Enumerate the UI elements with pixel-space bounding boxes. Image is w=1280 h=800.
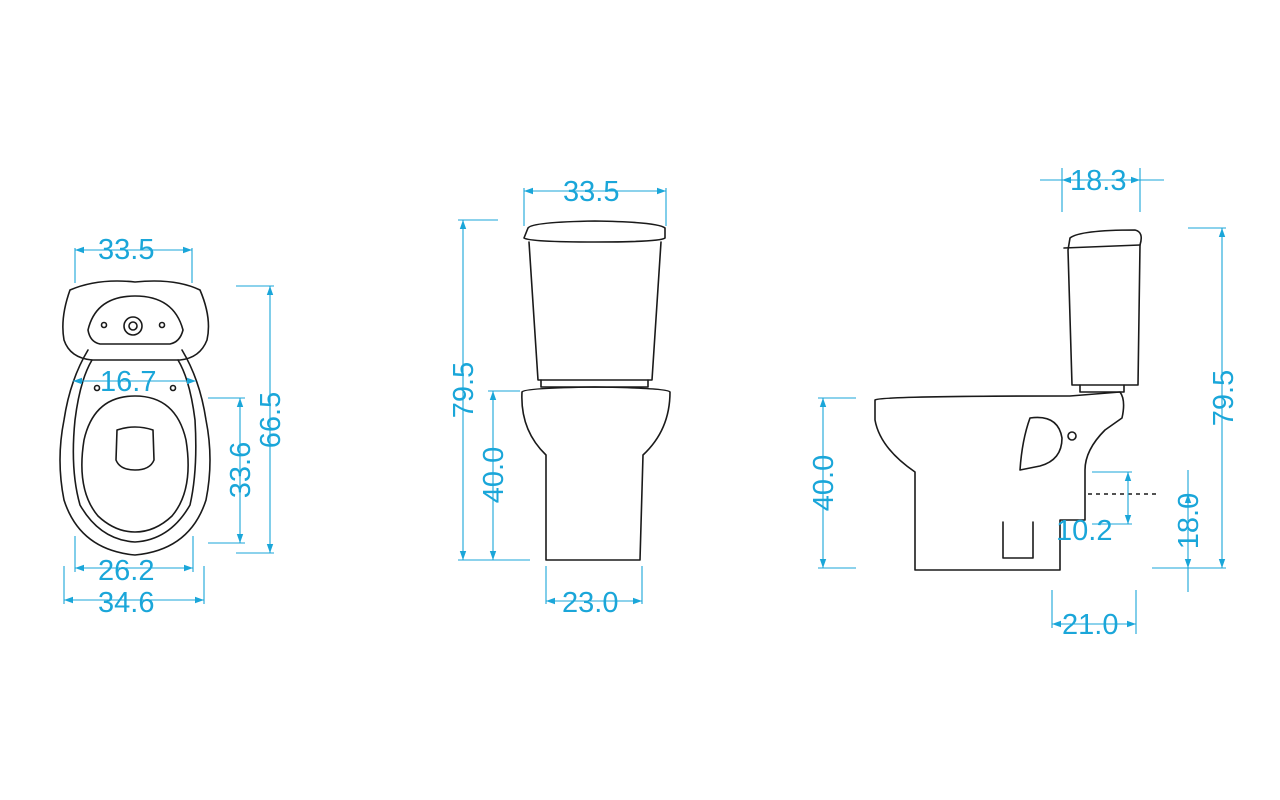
top-view-seat-width-label: 26.2: [98, 555, 154, 587]
dimension-arrowhead: [1127, 620, 1136, 628]
side-view-cistern-top: [1063, 244, 1141, 249]
dimension-lines: [63, 168, 1226, 634]
side-view-cistern: [1067, 229, 1142, 386]
flush-button-icon: [123, 316, 143, 336]
side-view-total-height-label: 79.5: [1208, 370, 1240, 426]
top-view-width-label: 33.5: [98, 234, 154, 266]
dimension-arrowhead: [657, 187, 666, 195]
dimension-arrowhead: [1184, 494, 1192, 503]
flush-button-inner-icon: [128, 321, 138, 331]
front-view-width-label: 33.5: [563, 176, 619, 208]
dimension-arrowhead: [73, 377, 82, 385]
dimension-labels: 33.5 16.7 33.6 66.5 26.2 34.6 33.5 79.5 …: [98, 165, 1240, 641]
dimension-arrowhead: [1131, 176, 1140, 184]
dimension-arrowhead: [266, 544, 274, 553]
dimension-arrowhead: [819, 398, 827, 407]
dimension-arrowhead: [1218, 559, 1226, 568]
side-view-cistern-base: [1079, 384, 1125, 393]
front-view-cistern-base: [540, 379, 649, 388]
dimension-arrowhead: [195, 596, 204, 604]
dimension-arrowhead: [187, 377, 196, 385]
dimension-arrowhead: [1124, 472, 1132, 481]
front-view-cistern: [528, 241, 662, 381]
hinge-right-icon: [169, 384, 177, 392]
dimension-arrowhead: [1184, 559, 1192, 568]
front-view-bowl: [521, 386, 671, 561]
dimension-arrows: [64, 176, 1226, 628]
dimension-arrowhead: [183, 246, 192, 254]
dimension-arrowhead: [524, 187, 533, 195]
dimension-arrowhead: [266, 286, 274, 295]
top-view-drain: [115, 426, 155, 471]
dimension-arrowhead: [489, 391, 497, 400]
dimension-arrowhead: [75, 246, 84, 254]
top-view-seat-length-label: 33.6: [225, 442, 257, 498]
dimension-arrowhead: [546, 597, 555, 605]
side-view-outlet-diameter-label: 10.2: [1056, 515, 1112, 547]
top-view-cistern-inner: [87, 295, 184, 345]
side-view-bolt-icon: [1067, 431, 1077, 441]
dimension-arrowhead: [236, 398, 244, 407]
top-view-cistern: [62, 280, 210, 361]
top-view-bowl: [59, 349, 211, 556]
hinge-left-icon: [93, 384, 101, 392]
top-view-hole-spacing-label: 16.7: [100, 366, 156, 398]
top-view-seat: [81, 395, 189, 533]
top-view-total-length-label: 66.5: [255, 392, 287, 448]
front-view-bowl-height-label: 40.0: [478, 447, 510, 503]
side-view-outlet-slot: [1002, 521, 1034, 559]
front-view-cistern-lid: [523, 220, 666, 243]
front-view-total-height-label: 79.5: [448, 362, 480, 418]
dimension-arrowhead: [1052, 620, 1061, 628]
dimension-arrowhead: [819, 559, 827, 568]
screw-hole-right-icon: [158, 321, 166, 329]
screw-hole-left-icon: [100, 321, 108, 329]
dimension-arrowhead: [184, 564, 193, 572]
dimension-arrowhead: [236, 534, 244, 543]
side-view-bowl: [874, 391, 1125, 571]
dimension-arrowhead: [1124, 515, 1132, 524]
dimension-arrowhead: [633, 597, 642, 605]
side-view-outlet-offset-label: 21.0: [1062, 609, 1118, 641]
dimension-arrowhead: [459, 220, 467, 229]
dimension-arrowhead: [64, 596, 73, 604]
dimension-arrowhead: [459, 551, 467, 560]
side-view: [874, 229, 1160, 571]
side-view-trapway: [1019, 416, 1063, 471]
dimension-arrowhead: [489, 551, 497, 560]
front-view-base-width-label: 23.0: [562, 587, 618, 619]
dimension-arrowhead: [1062, 176, 1071, 184]
dimension-arrowhead: [1218, 228, 1226, 237]
top-view: [59, 280, 211, 556]
top-view-bowl-width-label: 34.6: [98, 587, 154, 619]
dimension-arrowhead: [75, 564, 84, 572]
front-view: [521, 220, 671, 561]
side-view-depth-label: 18.3: [1070, 165, 1126, 197]
side-view-outlet-height-label: 18.0: [1173, 493, 1205, 549]
side-view-bowl-height-label: 40.0: [808, 455, 840, 511]
top-view-bowl-rim: [72, 359, 197, 543]
